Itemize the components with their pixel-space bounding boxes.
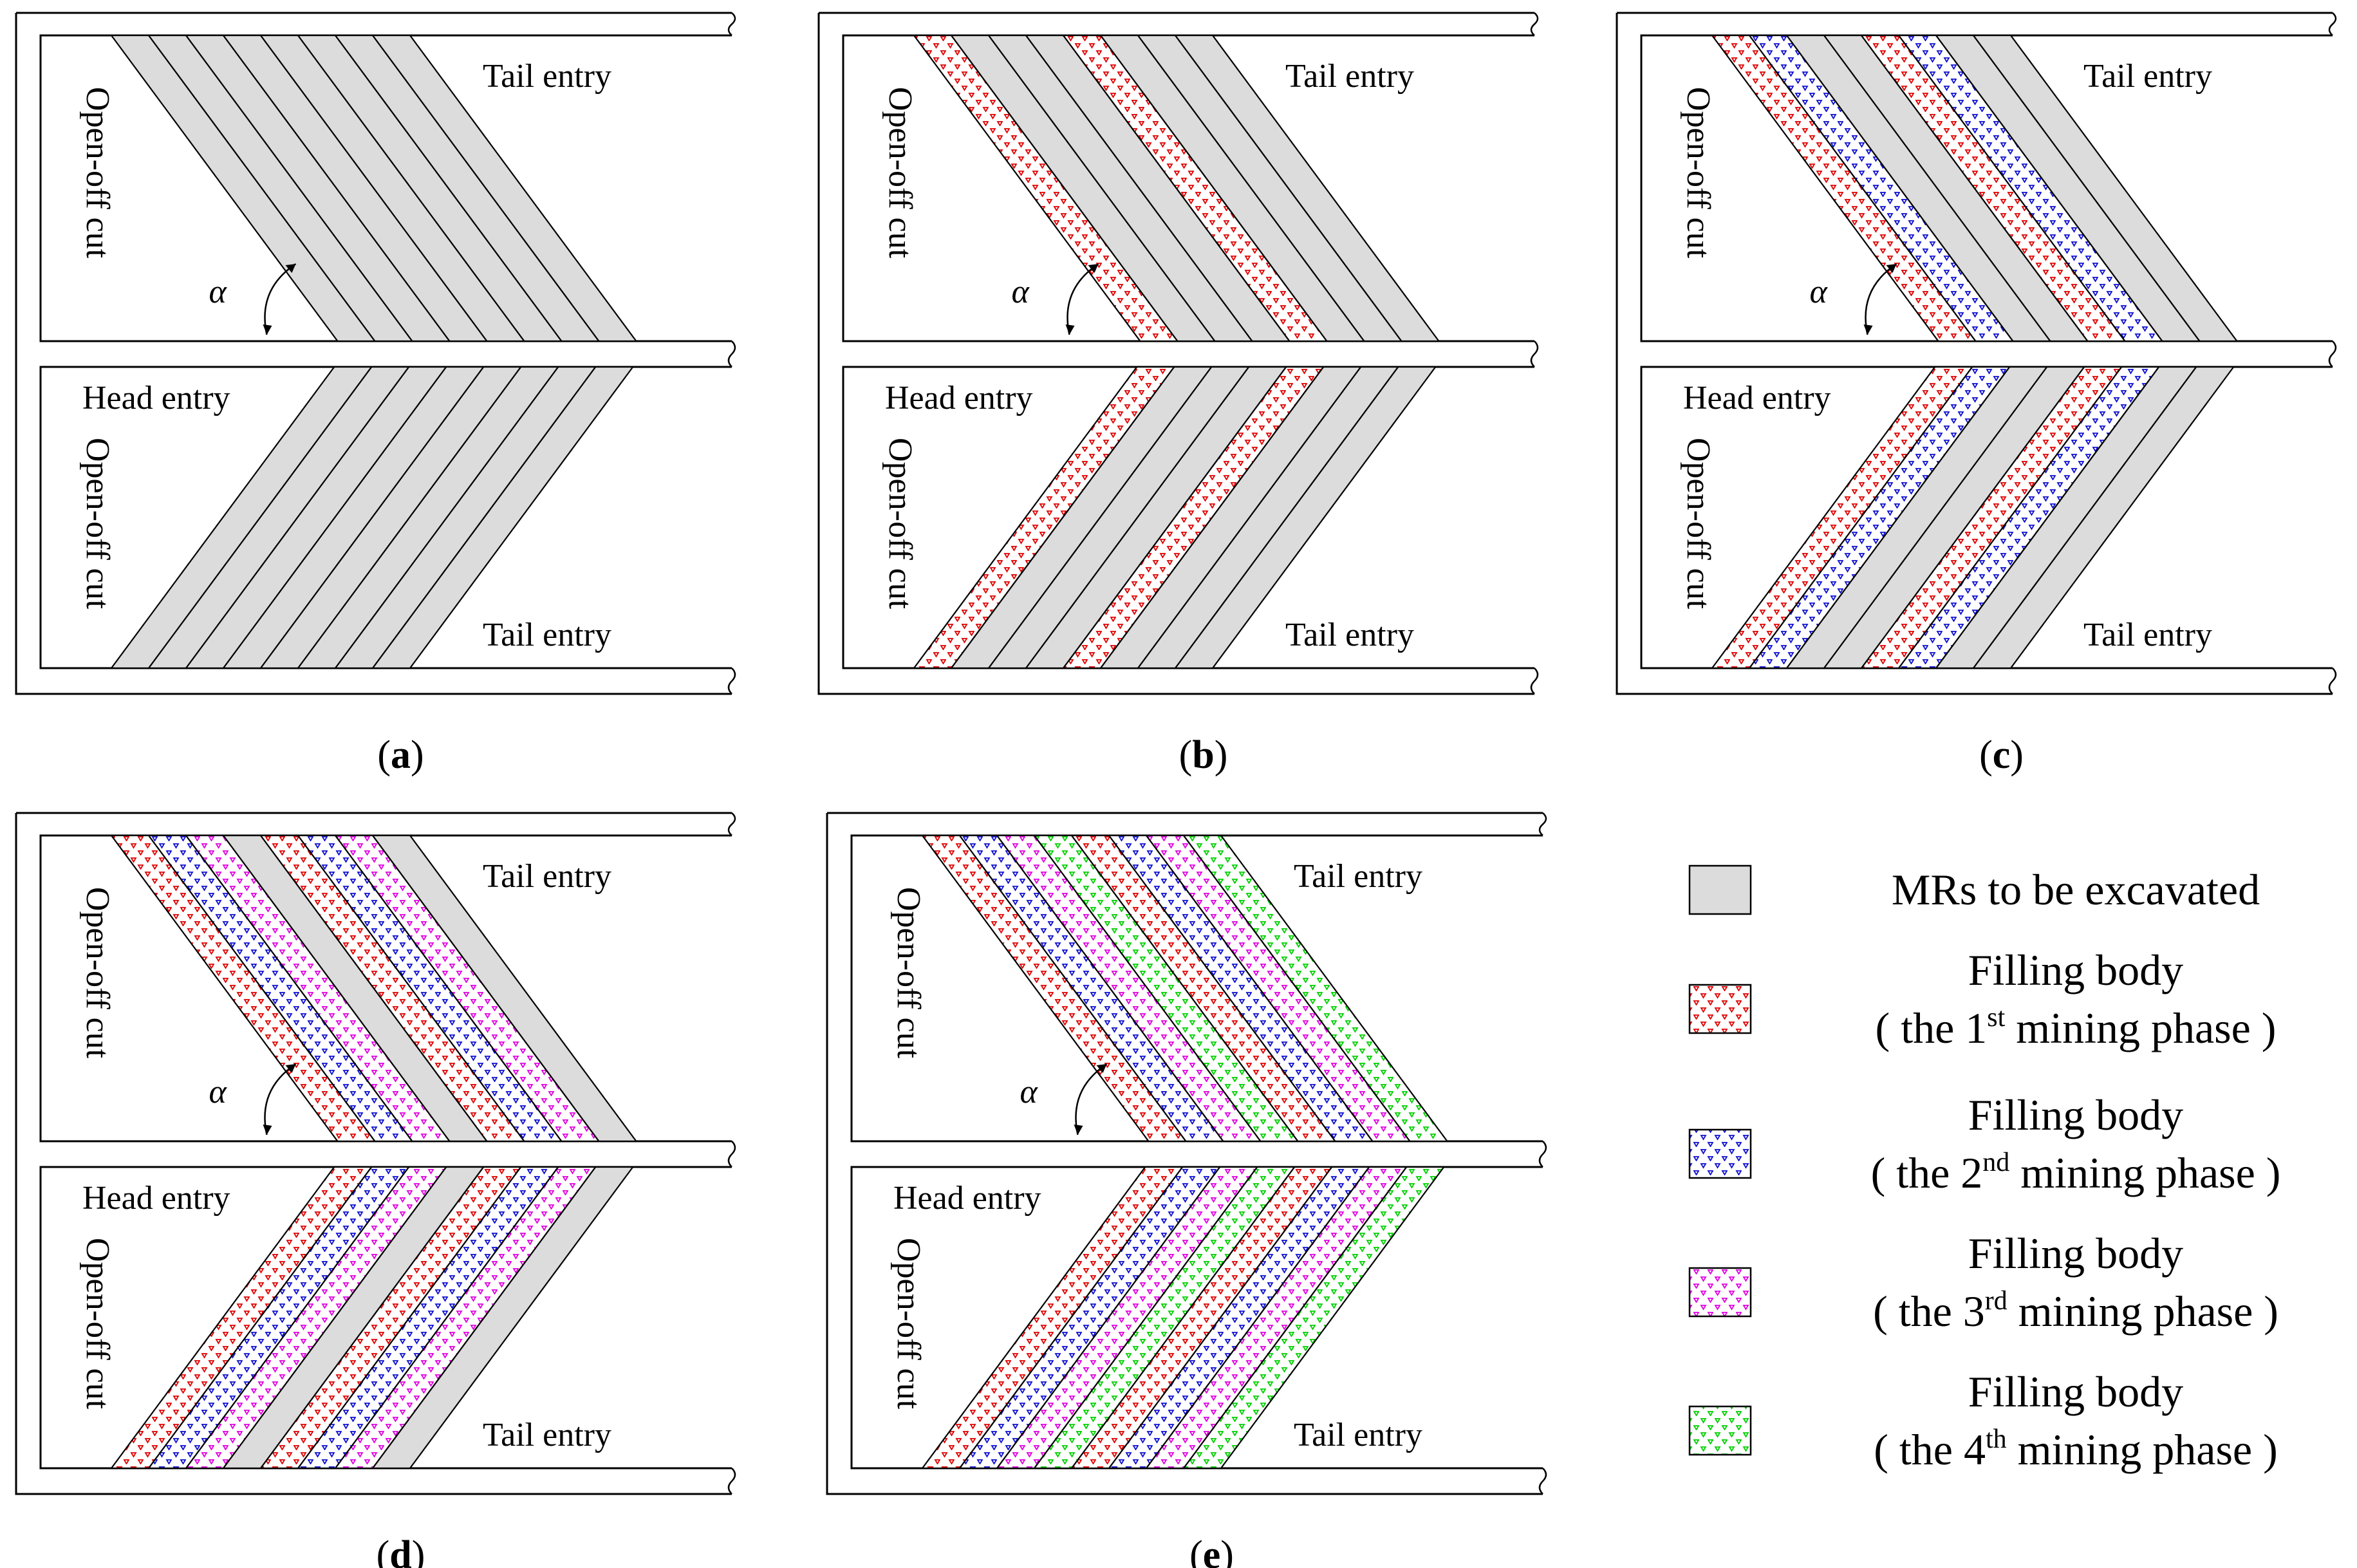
- open-off-cut-label-bottom: Open-off cut: [882, 438, 918, 610]
- top-stripe-8-mr: [371, 834, 638, 1143]
- open-off-cut-label-top: Open-off cut: [79, 87, 116, 259]
- tail-entry-label-top: Tail entry: [483, 58, 611, 95]
- legend-item-p2: Filling body ( the 2nd mining phase ): [1688, 1090, 2281, 1197]
- alpha-symbol: α: [209, 1074, 228, 1110]
- head-entry-label: Head entry: [893, 1180, 1041, 1217]
- tail-entry-label-bottom: Tail entry: [483, 617, 611, 653]
- open-off-cut-label-bottom: Open-off cut: [79, 438, 116, 610]
- alpha-arrow-head-1: [285, 1064, 296, 1073]
- alpha-arrow-head-2: [263, 1125, 272, 1135]
- legend-swatch-p3: [1688, 1267, 1752, 1318]
- open-off-cut-label-top: Open-off cut: [890, 887, 927, 1059]
- panel-caption-d: (d): [377, 1533, 425, 1568]
- alpha-arrow-head-2: [263, 324, 272, 335]
- legend-item-mr: MRs to be excavated: [1688, 864, 2260, 915]
- head-entry-label: Head entry: [885, 380, 1033, 416]
- alpha-symbol: α: [1020, 1074, 1039, 1110]
- open-off-cut-label-bottom: Open-off cut: [1680, 438, 1717, 610]
- alpha-arrow-head-1: [285, 264, 296, 273]
- legend-label-line2: ( the 3rd mining phase ): [1873, 1286, 2278, 1336]
- legend-item-p4: Filling body ( the 4th mining phase ): [1688, 1367, 2278, 1474]
- open-off-cut-label-top: Open-off cut: [882, 87, 918, 259]
- tail-entry-label-top: Tail entry: [1294, 858, 1422, 895]
- head-entry-label: Head entry: [82, 1180, 230, 1217]
- tail-entry-label-bottom: Tail entry: [1285, 617, 1414, 653]
- legend-label-line1: Filling body: [1968, 1229, 2183, 1278]
- legend-swatch-p4: [1688, 1405, 1752, 1456]
- legend-label-line1: Filling body: [1968, 1367, 2183, 1416]
- top-stripe-8-mr: [371, 34, 638, 342]
- legend-label-line2: ( the 2nd mining phase ): [1871, 1148, 2281, 1197]
- bottom-stripe-8-mr: [1173, 366, 1437, 669]
- alpha-arrow-head-2: [1065, 324, 1075, 335]
- top-stripe-8-mr: [1971, 34, 2239, 342]
- head-entry-label: Head entry: [82, 380, 230, 416]
- alpha-arrow-head-2: [1074, 1125, 1083, 1135]
- tail-entry-label-bottom: Tail entry: [483, 1417, 611, 1453]
- bottom-stripe-8-mr: [371, 366, 635, 669]
- tail-entry-label-bottom: Tail entry: [1294, 1417, 1422, 1453]
- tail-entry-label-top: Tail entry: [483, 858, 611, 895]
- legend-item-p1: Filling body ( the 1st mining phase ): [1688, 946, 2277, 1052]
- legend-label: MRs to be excavated: [1892, 865, 2260, 914]
- tail-entry-label-bottom: Tail entry: [2083, 617, 2212, 653]
- open-off-cut-label-bottom: Open-off cut: [890, 1238, 927, 1410]
- head-entry-label: Head entry: [1683, 380, 1831, 416]
- bottom-stripe-8-mr: [1971, 366, 2235, 669]
- legend-label-line2: ( the 4th mining phase ): [1874, 1424, 2278, 1474]
- legend-label-line1: Filling body: [1968, 1090, 2183, 1139]
- panel-caption-c: (c): [1979, 733, 2024, 777]
- open-off-cut-label-top: Open-off cut: [1680, 87, 1717, 259]
- legend-swatch-p2: [1688, 1128, 1752, 1179]
- alpha-arrow-head-1: [1886, 264, 1897, 273]
- top-stripe-8-mr: [1173, 34, 1440, 342]
- bottom-stripe-8-p4: [1182, 1166, 1446, 1470]
- alpha-arrow-head-2: [1863, 324, 1873, 335]
- alpha-symbol: α: [1012, 274, 1030, 310]
- tail-entry-label-top: Tail entry: [2083, 58, 2212, 95]
- legend-swatch-p1: [1688, 984, 1752, 1034]
- alpha-symbol: α: [209, 274, 228, 310]
- bottom-stripe-8-mr: [371, 1166, 635, 1470]
- alpha-symbol: α: [1810, 274, 1829, 310]
- alpha-arrow-head-1: [1088, 264, 1099, 273]
- alpha-arrow-head-1: [1096, 1064, 1107, 1073]
- legend-label-line1: Filling body: [1968, 946, 2183, 994]
- panel-caption-a: (a): [377, 733, 424, 777]
- open-off-cut-label-top: Open-off cut: [79, 887, 116, 1059]
- legend-swatch-mr: [1688, 864, 1752, 915]
- open-off-cut-label-bottom: Open-off cut: [79, 1238, 116, 1410]
- panel-caption-b: (b): [1179, 733, 1228, 777]
- legend-item-p3: Filling body ( the 3rd mining phase ): [1688, 1229, 2278, 1336]
- tail-entry-label-top: Tail entry: [1285, 58, 1414, 95]
- panel-caption-e: (e): [1189, 1533, 1234, 1568]
- top-stripe-8-p4: [1182, 834, 1449, 1143]
- legend-label-line2: ( the 1st mining phase ): [1876, 1003, 2277, 1052]
